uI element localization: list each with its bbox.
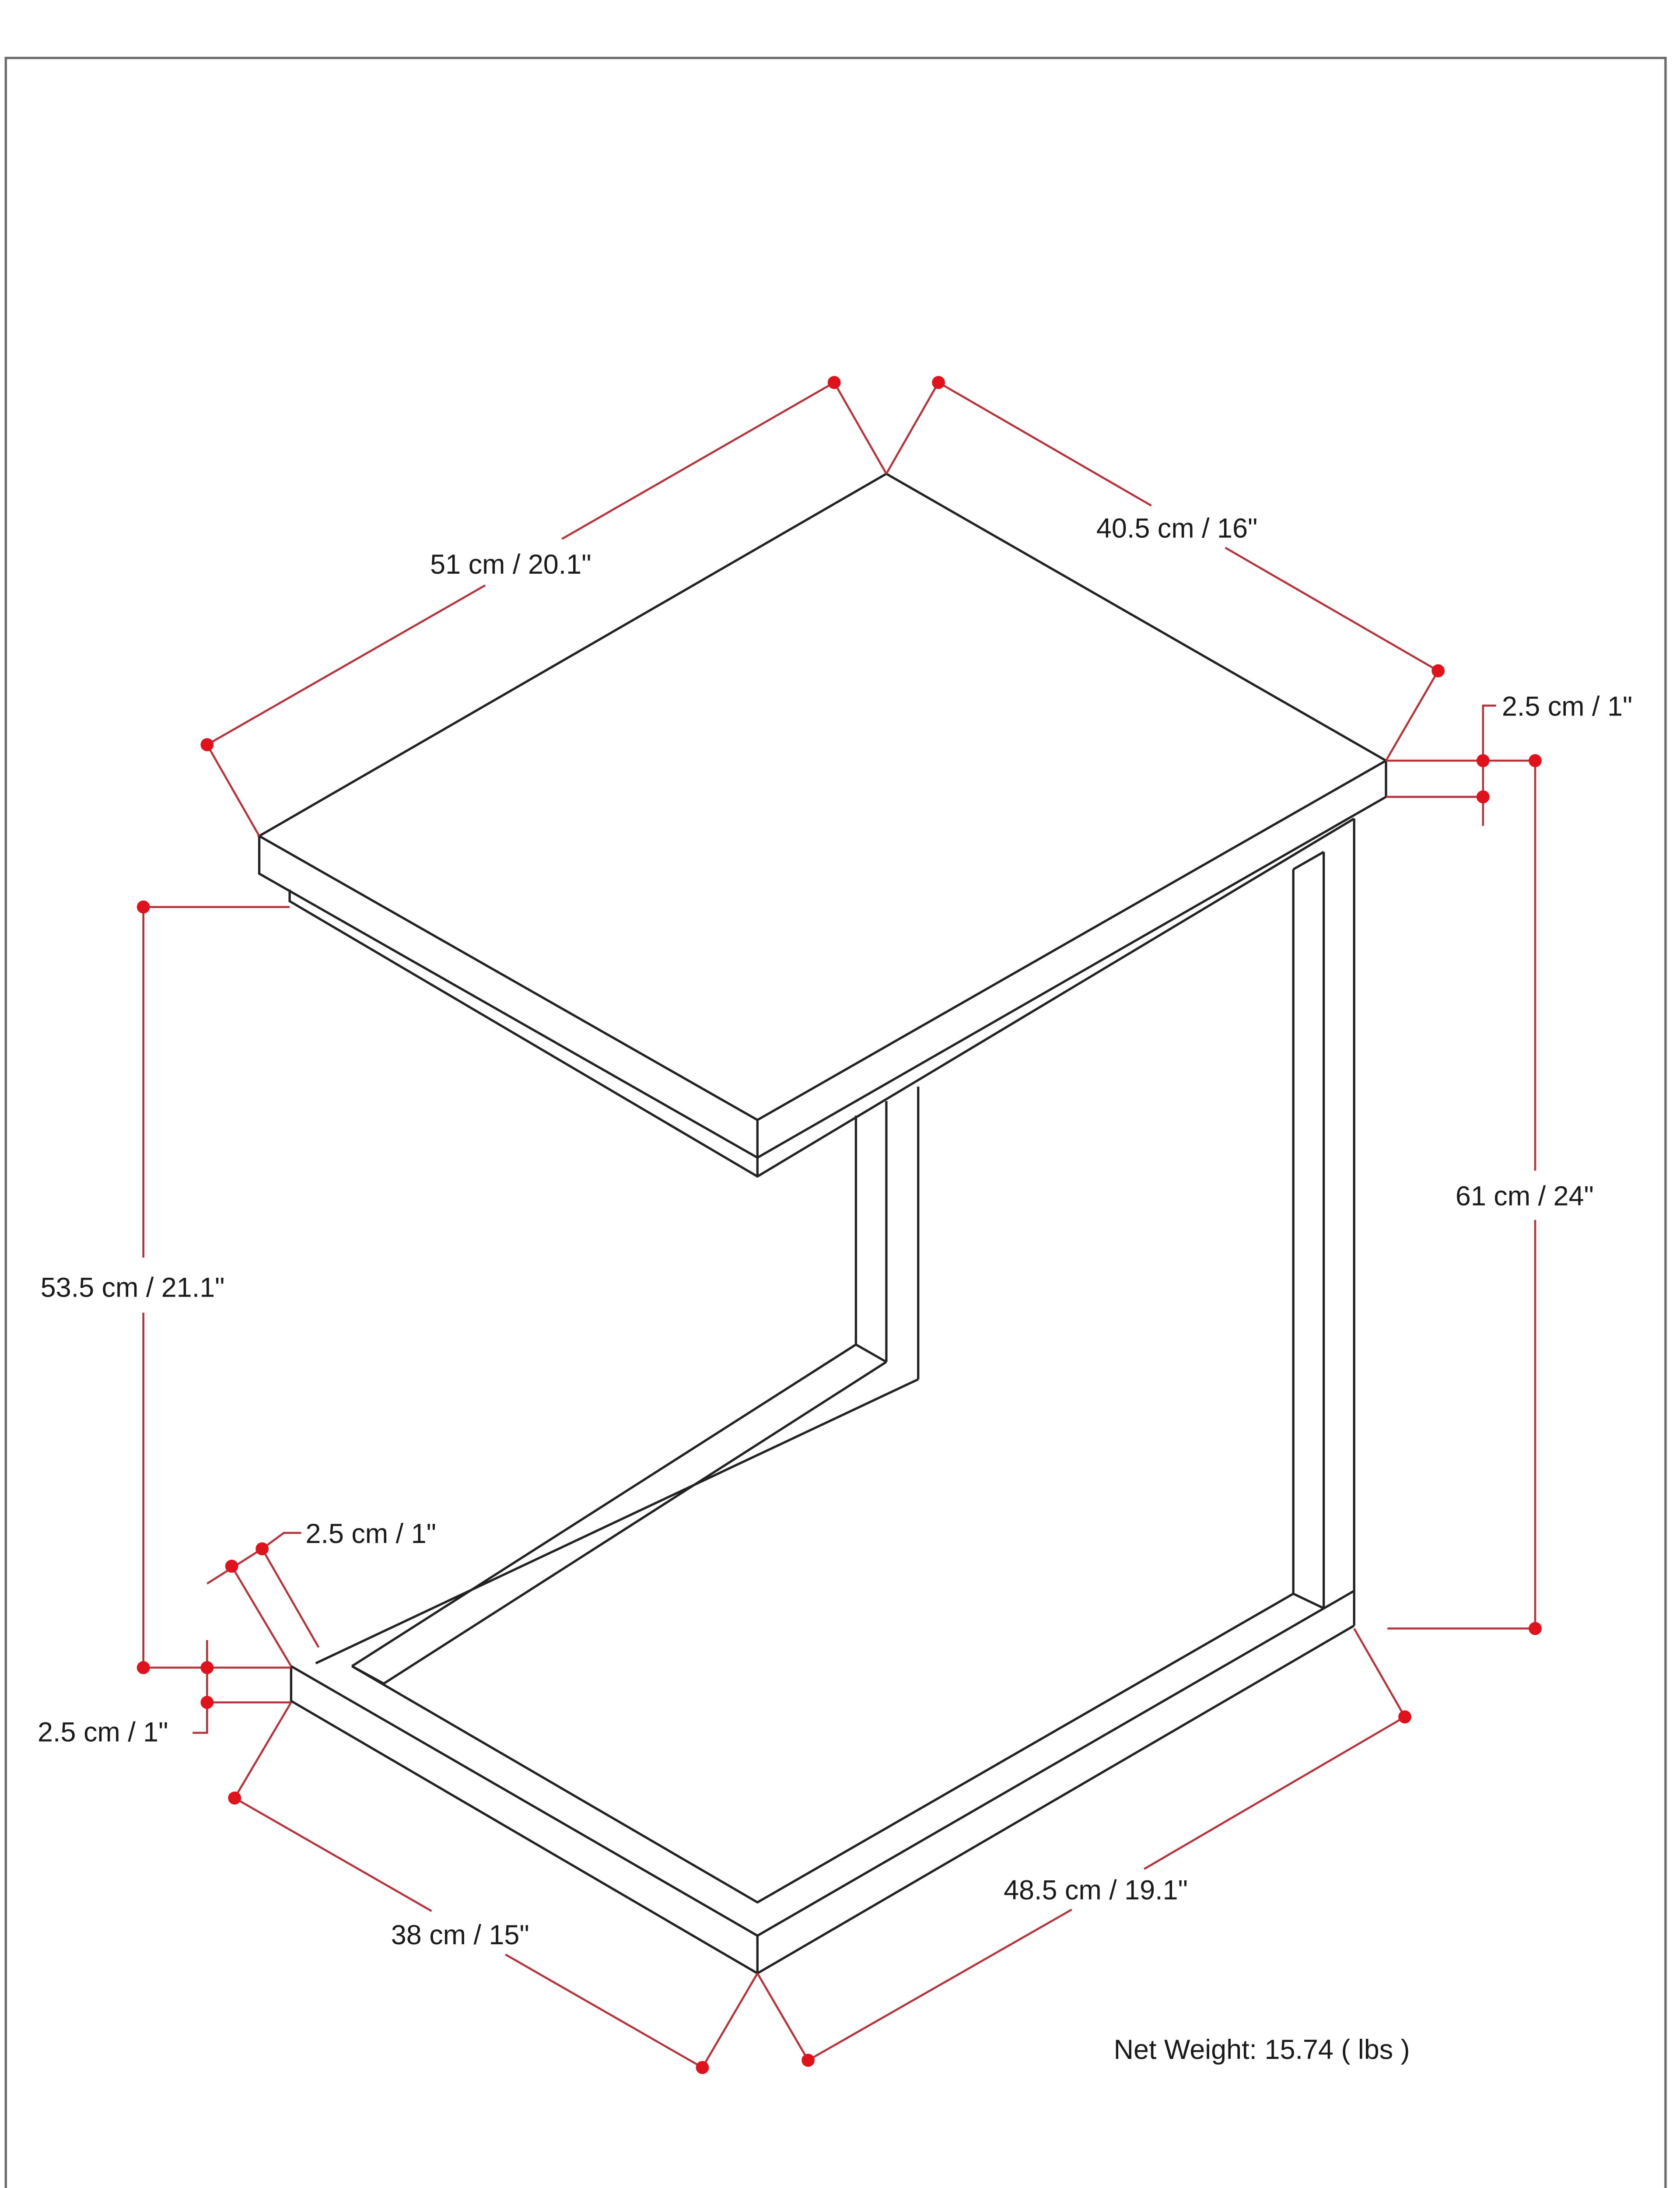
dim-top-length-line-b [561,382,835,540]
dim-tube-width-leader [206,1532,301,1585]
front-upright-bottom-cap [1292,1592,1324,1609]
dim-length-ext-right [1353,1628,1406,1718]
label-under-top-clearance: 53.5 cm / 21.1" [41,1272,225,1303]
dim-dot [200,738,214,751]
base-inner-corner [351,1665,385,1685]
table-drawing [257,472,1389,1975]
dim-dot [1529,754,1542,768]
dim-length-line-a [808,1908,1072,2062]
dim-dot [696,2061,709,2074]
dim-dot [932,376,945,389]
dim-dot [228,1791,242,1805]
dimension-labels: 51 cm / 20.1" 40.5 cm / 16" 2.5 cm / 1" … [38,513,1632,2065]
base-arm-mid [383,1361,887,1685]
dim-dot [136,900,150,914]
dim-dot [1529,1622,1542,1635]
dim-top-length-ext-right [833,382,887,474]
dim-top-width-ext-left [885,382,940,474]
front-upright-top-cap [1292,851,1324,870]
dim-dot [200,1661,214,1674]
dim-depth-line-a [234,1797,432,1912]
label-top-width: 40.5 cm / 16" [1096,513,1257,543]
dim-top-width-line-b [1225,547,1439,672]
dim-dot [1398,1710,1411,1724]
label-base-tube-width: 2.5 cm / 1" [305,1518,436,1549]
label-top-length: 51 cm / 20.1" [430,549,591,580]
dim-thickness-leader [1482,705,1496,826]
dim-length-ext-left [756,1973,809,2061]
base-arm-inner [351,1343,857,1667]
dim-dot [1432,664,1445,677]
label-base-tube-height: 2.5 cm / 1" [38,1717,168,1748]
top-apron [288,817,1355,1178]
dim-dot [1476,754,1490,768]
dim-depth-ext-left [234,1702,292,1799]
dim-top-length-ext-left [206,744,260,837]
tabletop-edge [258,761,1387,1159]
dim-depth-line-b [505,1953,703,2069]
dim-dot [136,1661,150,1674]
rear-upright-join [855,1343,887,1363]
tabletop-top-face [257,472,1389,1122]
dim-depth-ext-right [701,1973,759,2068]
net-weight-label: Net Weight: 15.74 ( lbs ) [1114,2034,1410,2065]
dim-dot [1476,790,1490,803]
diagram-border [4,56,1667,2188]
label-base-length: 48.5 cm / 19.1" [1004,1875,1188,1906]
label-overall-height: 61 cm / 24" [1456,1181,1594,1212]
base-arm-outer [315,1378,919,1665]
dim-top-width-ext-right [1385,670,1439,761]
dim-top-length-line-a [206,584,486,746]
dim-tube-width-ext-a [231,1565,292,1667]
dim-tube-height-leader [192,1640,208,1734]
dim-dot [200,1696,214,1709]
label-base-depth: 38 cm / 15" [391,1920,529,1950]
base-front-top [290,1590,1355,1937]
dim-length-line-b [1144,1716,1406,1870]
dim-dot [225,1560,238,1573]
label-top-thickness: 2.5 cm / 1" [1502,691,1632,722]
dim-top-width-line-a [938,382,1152,507]
base-inner-edge [351,1592,1294,1904]
dim-dot [827,376,841,389]
dim-dot [256,1542,269,1556]
dim-dot [802,2054,815,2067]
dim-tube-width-ext-b [261,1548,320,1648]
dimension-lines [136,376,1542,2074]
base-front-bottom [290,1624,1355,1975]
